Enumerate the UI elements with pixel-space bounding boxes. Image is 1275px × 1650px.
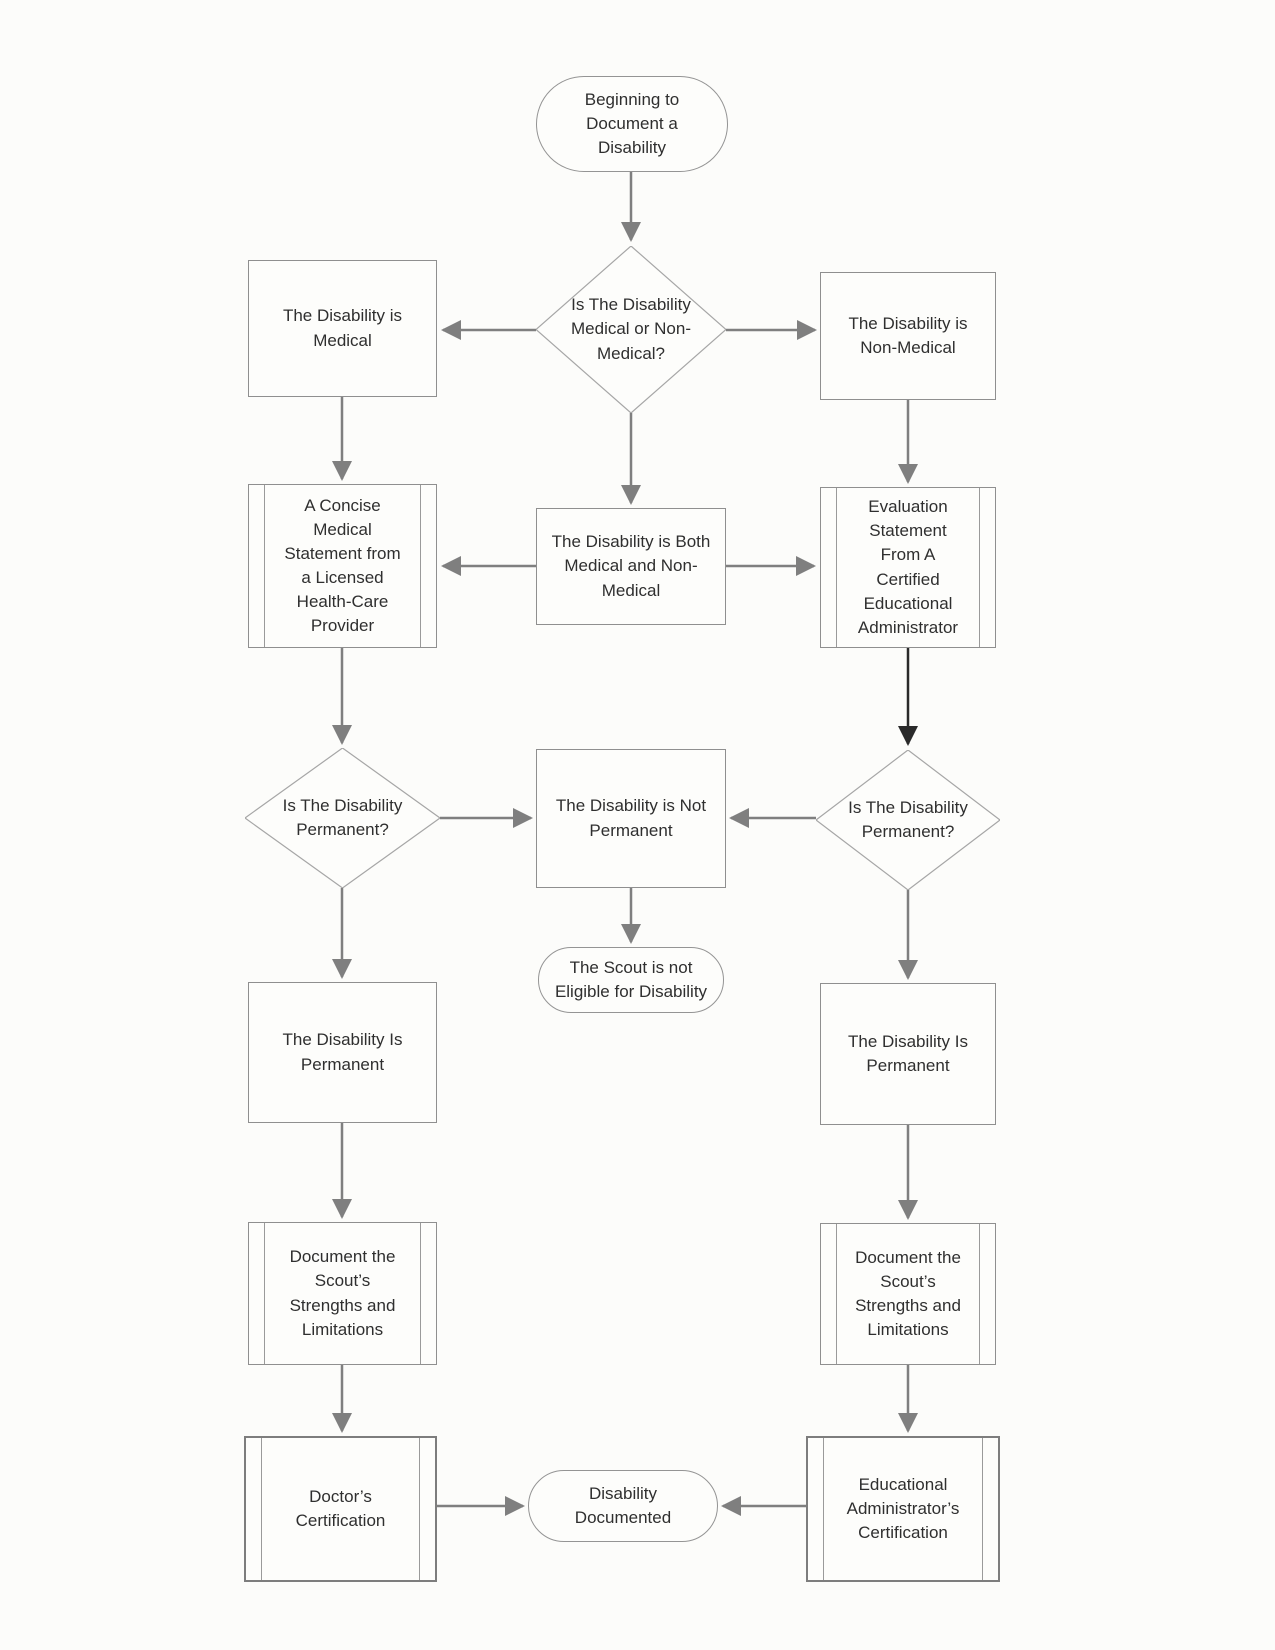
predefined-side-bar-right <box>420 1223 421 1364</box>
node-evaluation-statement-label: Evaluation Statement From A Certified Ed… <box>857 497 959 637</box>
node-document-strengths-right-label: Document the Scout’s Strengths and Limit… <box>855 1247 961 1340</box>
node-educational-administrators-certification: Educational Administrator’s Certificatio… <box>806 1436 1000 1582</box>
node-educational-administrators-certification-label: Educational Administrator’s Certificatio… <box>846 1474 960 1543</box>
predefined-side-bar-right <box>419 1438 420 1580</box>
node-document-strengths-left: Document the Scout’s Strengths and Limit… <box>248 1222 437 1365</box>
node-decision-medical-or-nonmedical: Is The Disability Medical or Non-Medical… <box>536 246 726 413</box>
node-start-terminator: Beginning to Document a Disability <box>536 76 728 172</box>
predefined-side-bar-left <box>261 1438 262 1580</box>
node-disability-is-both: The Disability is Both Medical and Non-M… <box>536 508 726 625</box>
node-doctors-certification-label: Doctor’s Certification <box>295 1486 386 1530</box>
node-disability-documented-terminator: Disability Documented <box>528 1470 718 1542</box>
node-disability-permanent-right-label: The Disability Is Permanent <box>848 1031 968 1075</box>
node-decision-permanent-left-label: Is The Disability Permanent? <box>282 795 403 839</box>
node-disability-documented-label: Disability Documented <box>574 1483 672 1527</box>
predefined-side-bar-left <box>836 1224 837 1364</box>
node-decision-permanent-left: Is The Disability Permanent? <box>245 748 440 888</box>
node-document-strengths-left-label: Document the Scout’s Strengths and Limit… <box>289 1247 396 1339</box>
node-disability-is-medical-label: The Disability is Medical <box>282 306 403 350</box>
node-disability-is-non-medical-label: The Disability is Non-Medical <box>848 313 968 357</box>
predefined-side-bar-right <box>979 488 980 647</box>
node-disability-is-non-medical: The Disability is Non-Medical <box>820 272 996 400</box>
node-not-eligible-label: The Scout is not Eligible for Disability <box>554 957 708 1001</box>
predefined-side-bar-right <box>979 1224 980 1364</box>
node-disability-permanent-left-label: The Disability Is Permanent <box>282 1030 403 1074</box>
diamond-shape <box>245 748 440 888</box>
diamond-shape <box>536 246 726 413</box>
node-start-label: Beginning to Document a Disability <box>584 89 680 158</box>
node-decision-permanent-right-label: Is The Disability Permanent? <box>848 797 968 841</box>
predefined-side-bar-right <box>982 1438 983 1580</box>
node-concise-medical-statement: A Concise Medical Statement from a Licen… <box>248 484 437 648</box>
predefined-side-bar-left <box>823 1438 824 1580</box>
node-decision-medical-or-nonmedical-label: Is The Disability Medical or Non-Medical… <box>571 295 691 363</box>
predefined-side-bar-left <box>836 488 837 647</box>
node-disability-not-permanent: The Disability is Not Permanent <box>536 749 726 888</box>
node-disability-is-both-label: The Disability is Both Medical and Non-M… <box>551 532 711 600</box>
node-not-eligible-terminator: The Scout is not Eligible for Disability <box>538 947 724 1013</box>
node-disability-permanent-left: The Disability Is Permanent <box>248 982 437 1123</box>
node-doctors-certification: Doctor’s Certification <box>244 1436 437 1582</box>
diamond-shape <box>816 750 1000 890</box>
node-disability-permanent-right: The Disability Is Permanent <box>820 983 996 1125</box>
node-evaluation-statement: Evaluation Statement From A Certified Ed… <box>820 487 996 648</box>
predefined-side-bar-right <box>420 485 421 647</box>
node-concise-medical-statement-label: A Concise Medical Statement from a Licen… <box>284 495 401 636</box>
node-disability-not-permanent-label: The Disability is Not Permanent <box>555 796 707 840</box>
predefined-side-bar-left <box>264 485 265 647</box>
node-document-strengths-right: Document the Scout’s Strengths and Limit… <box>820 1223 996 1365</box>
predefined-side-bar-left <box>264 1223 265 1364</box>
node-disability-is-medical: The Disability is Medical <box>248 260 437 397</box>
node-decision-permanent-right: Is The Disability Permanent? <box>816 750 1000 890</box>
